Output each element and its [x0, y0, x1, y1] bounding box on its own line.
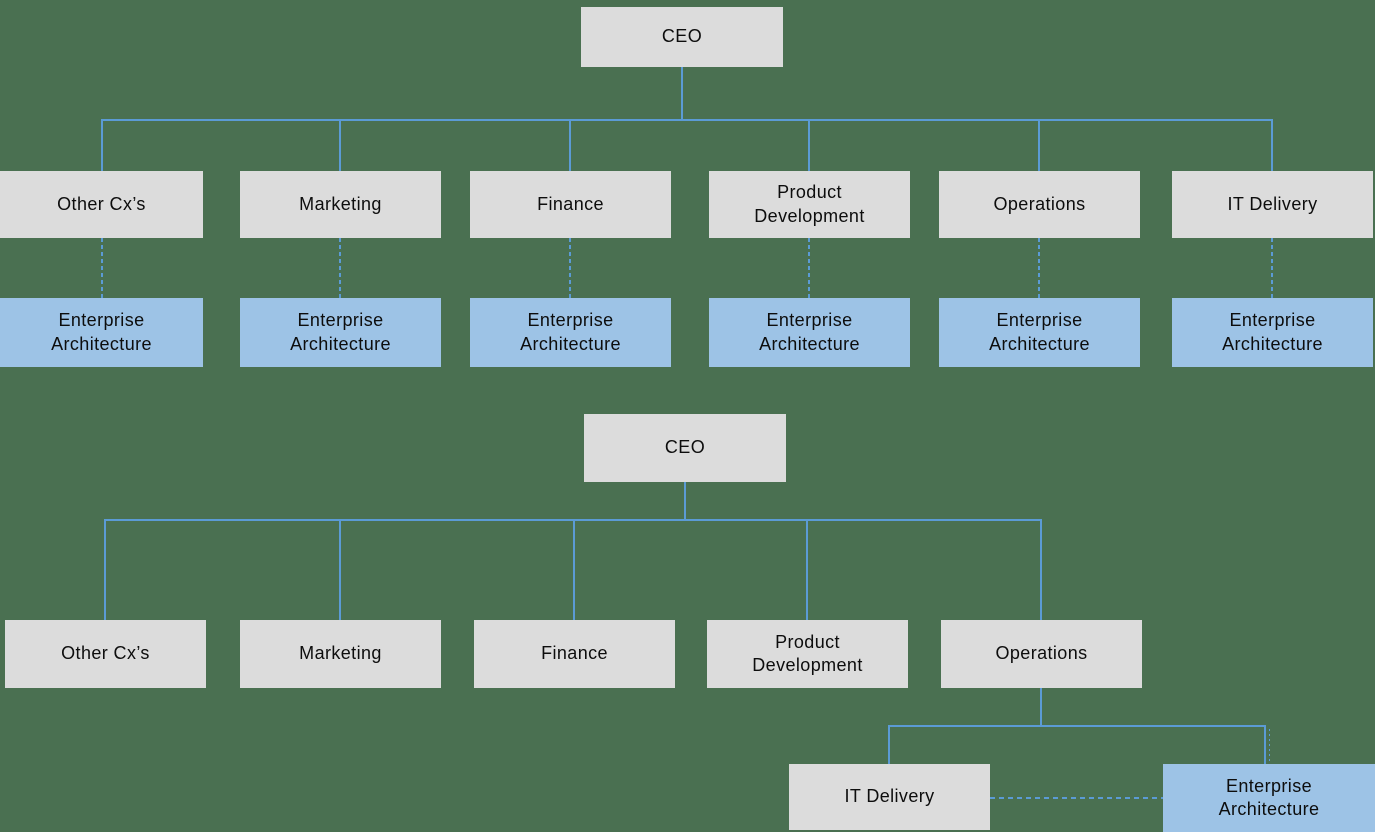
connector-sub-rail [888, 725, 1266, 727]
node-label: CEO [664, 437, 706, 458]
node-label: Enterprise Architecture [290, 310, 391, 354]
connector-drop [888, 725, 890, 764]
dashed-link [808, 238, 810, 298]
node-label: Operations [993, 193, 1086, 214]
node-label: CEO [661, 26, 703, 47]
node-label: Enterprise Architecture [759, 310, 860, 354]
node-label: Other Cx’s [61, 643, 150, 664]
connector-drop [569, 119, 571, 171]
connector-drop [1271, 119, 1273, 171]
node-it-delivery: IT Delivery [1172, 171, 1373, 238]
node-enterprise-architecture: Enterprise Architecture [240, 298, 441, 367]
connector-drop [808, 119, 810, 171]
dashed-link [1271, 238, 1273, 298]
node-other-cxs: Other Cx’s [0, 171, 203, 238]
node-label: Marketing [299, 193, 382, 214]
dashed-link [101, 238, 103, 298]
connector-drop [806, 519, 808, 620]
connector-drop [1038, 119, 1040, 171]
node-enterprise-architecture: Enterprise Architecture [0, 298, 203, 367]
node-label: Operations [995, 643, 1088, 664]
node-label: Product Development [752, 631, 863, 675]
connector-rail [101, 119, 1273, 121]
node-label: Enterprise Architecture [51, 310, 152, 354]
node-marketing: Marketing [240, 620, 441, 688]
node-label: Other Cx’s [57, 193, 146, 214]
node-other-cxs: Other Cx’s [5, 620, 206, 688]
node-ceo: CEO [584, 414, 786, 482]
node-enterprise-architecture: Enterprise Architecture [1163, 764, 1375, 832]
dashed-link [1038, 238, 1040, 298]
node-enterprise-architecture: Enterprise Architecture [470, 298, 671, 367]
node-label: IT Delivery [844, 786, 935, 807]
dotted-link [1269, 729, 1270, 764]
node-operations: Operations [941, 620, 1142, 688]
node-label: IT Delivery [1227, 193, 1318, 214]
node-operations: Operations [939, 171, 1140, 238]
node-label: Finance [541, 643, 608, 664]
node-label: Enterprise Architecture [520, 310, 621, 354]
node-product-development: Product Development [707, 620, 908, 688]
node-ceo: CEO [581, 7, 783, 67]
connector-drop [339, 119, 341, 171]
node-label: Product Development [754, 182, 865, 226]
node-enterprise-architecture: Enterprise Architecture [709, 298, 910, 367]
node-label: Enterprise Architecture [1222, 310, 1323, 354]
node-enterprise-architecture: Enterprise Architecture [1172, 298, 1373, 367]
connector-operations-stem [1040, 688, 1042, 727]
connector-ceo-stem [684, 482, 686, 521]
node-finance: Finance [470, 171, 671, 238]
node-label: Enterprise Architecture [989, 310, 1090, 354]
node-label: Finance [537, 193, 604, 214]
node-product-development: Product Development [709, 171, 910, 238]
connector-drop [573, 519, 575, 620]
dashed-link [990, 797, 1163, 799]
node-it-delivery: IT Delivery [789, 764, 990, 830]
node-enterprise-architecture: Enterprise Architecture [939, 298, 1140, 367]
connector-drop [101, 119, 103, 171]
connector-ceo-stem [681, 67, 683, 120]
connector-drop [339, 519, 341, 620]
dashed-link [569, 238, 571, 298]
connector-drop [104, 519, 106, 620]
node-label: Enterprise Architecture [1218, 775, 1320, 819]
node-marketing: Marketing [240, 171, 441, 238]
dashed-link [339, 238, 341, 298]
node-finance: Finance [474, 620, 675, 688]
node-label: Marketing [299, 643, 382, 664]
connector-drop [1040, 519, 1042, 620]
connector-drop [1264, 725, 1266, 764]
